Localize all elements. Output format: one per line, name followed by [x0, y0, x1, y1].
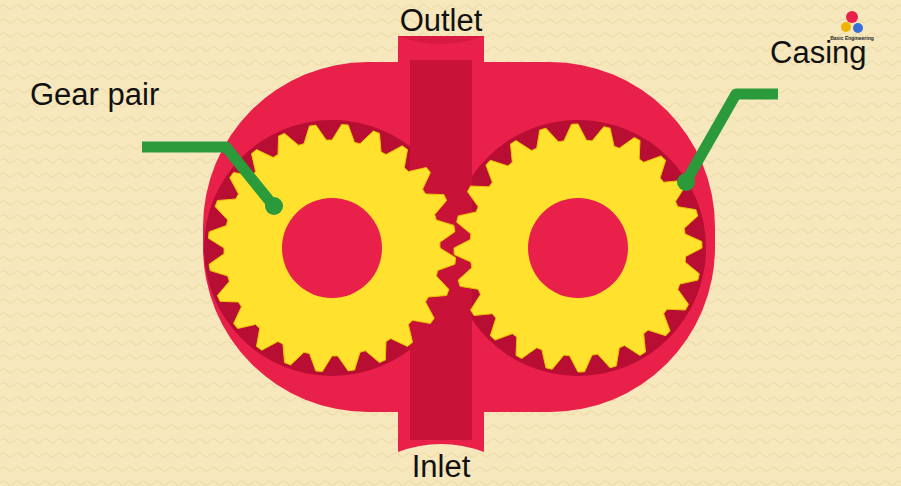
logo-gear — [846, 11, 858, 23]
gear-hub — [282, 198, 382, 298]
leader-dot — [265, 197, 283, 215]
logo-text: Basic Engineering — [830, 36, 874, 42]
part-label: Gear pair — [30, 78, 159, 112]
leader-line — [688, 94, 778, 178]
gear — [454, 124, 702, 372]
leader-dot — [677, 173, 695, 191]
casing-cavity — [450, 120, 706, 376]
part-label: Casing — [770, 36, 867, 70]
port-label: Inlet — [412, 450, 471, 484]
leader-line — [142, 147, 272, 204]
logo-gear — [853, 23, 863, 33]
gear — [208, 124, 455, 371]
gear-hub — [528, 198, 628, 298]
port-label: Outlet — [400, 4, 483, 38]
logo-gear — [841, 22, 851, 32]
